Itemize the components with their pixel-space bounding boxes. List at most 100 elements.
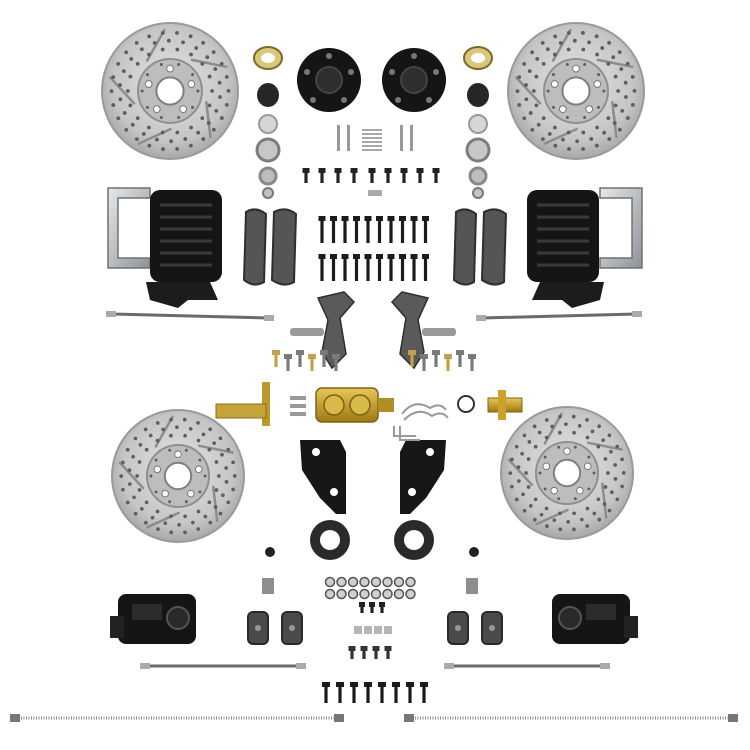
bolt [353, 216, 360, 243]
bolt [334, 168, 342, 183]
bolt [456, 350, 464, 367]
clip [374, 626, 382, 634]
clip [374, 190, 382, 196]
mount-plate-right [532, 282, 604, 308]
rear-brake-pads-right [447, 611, 503, 645]
bolt [406, 682, 414, 703]
bolt [432, 350, 440, 367]
bolt [420, 354, 428, 371]
bolt [379, 602, 385, 613]
spindle-right [390, 291, 456, 370]
bolt [387, 216, 395, 243]
caliper-bracket-left [107, 187, 151, 269]
master-cylinder [315, 387, 394, 423]
bolt [360, 646, 368, 659]
rear-caliper-left [110, 594, 196, 644]
washer [393, 576, 405, 588]
washer [393, 588, 405, 600]
washer [370, 588, 382, 600]
bolt [272, 350, 280, 367]
bolt [376, 216, 383, 243]
spring-pin-hardware [337, 125, 413, 151]
rear-rotor-left [111, 409, 245, 543]
bolt [387, 254, 395, 281]
spindle-left [290, 291, 356, 370]
front-brake-hose-left [106, 311, 274, 321]
bolt [341, 254, 349, 281]
rear-brake-hose-left [140, 663, 306, 669]
bolt [399, 254, 406, 281]
front-rotor-right [507, 22, 645, 160]
bolt [392, 682, 400, 703]
hardware-clips-left [290, 396, 306, 416]
front-caliper-right [527, 190, 599, 282]
bolt [368, 168, 376, 183]
parking-cable-left [10, 714, 344, 722]
washer [382, 588, 393, 600]
washer [324, 576, 336, 588]
bolt [341, 216, 349, 243]
front-brake-hose-right [476, 311, 642, 321]
rear-caliper-bracket-right [400, 440, 446, 514]
washer [347, 588, 359, 600]
bearing-stack-left [253, 46, 283, 199]
mount-plate-left [146, 282, 218, 308]
proportioning-valve [487, 390, 523, 420]
bolt [364, 216, 372, 243]
parking-cable-right [404, 714, 738, 722]
bolt [330, 254, 337, 281]
rear-caliper-bracket-left [300, 440, 346, 514]
master-cylinder-bracket [215, 382, 270, 426]
tab-bracket-right [466, 547, 479, 594]
bolt [330, 216, 337, 243]
bolt [332, 354, 340, 371]
bolt [359, 602, 365, 613]
bolt [416, 168, 424, 183]
bolt [296, 350, 304, 367]
rear-hardware-grid [324, 576, 416, 659]
wire-loop [457, 395, 475, 413]
bolt [420, 682, 428, 703]
bearing-stack-right [463, 46, 493, 199]
bolt [348, 646, 356, 659]
brake-line-pair [393, 426, 420, 441]
rear-spacer-left [310, 520, 350, 560]
washer [382, 576, 393, 588]
bolt [468, 354, 476, 371]
bolt [284, 354, 292, 371]
front-rotor-left [101, 22, 239, 160]
bolt [318, 168, 326, 183]
bolt [399, 216, 406, 243]
bolt [364, 682, 372, 703]
washer [359, 588, 370, 600]
bolt [400, 168, 408, 183]
washer [359, 576, 370, 588]
bolt [384, 168, 392, 183]
clip [354, 626, 362, 634]
bolt [422, 216, 429, 243]
rear-caliper-right [552, 594, 638, 644]
bolt [444, 354, 452, 371]
bolt [364, 254, 372, 281]
washer [336, 576, 347, 588]
bolt [422, 254, 429, 281]
washer [370, 576, 382, 588]
washer [405, 576, 416, 588]
front-hub-right [382, 48, 446, 112]
bolt [318, 216, 326, 243]
rear-brake-hose-right [444, 663, 610, 669]
bolt [322, 682, 330, 703]
bottom-bolt-row [322, 682, 428, 703]
bolt [432, 168, 440, 183]
washer [324, 588, 336, 600]
front-brake-pads-left [242, 208, 298, 286]
front-caliper-left [150, 190, 222, 282]
bolt [320, 350, 328, 367]
washer [405, 588, 416, 600]
bolt [384, 646, 392, 659]
bolt [350, 682, 358, 703]
washer [336, 588, 347, 600]
front-brake-pads-right [452, 208, 508, 286]
